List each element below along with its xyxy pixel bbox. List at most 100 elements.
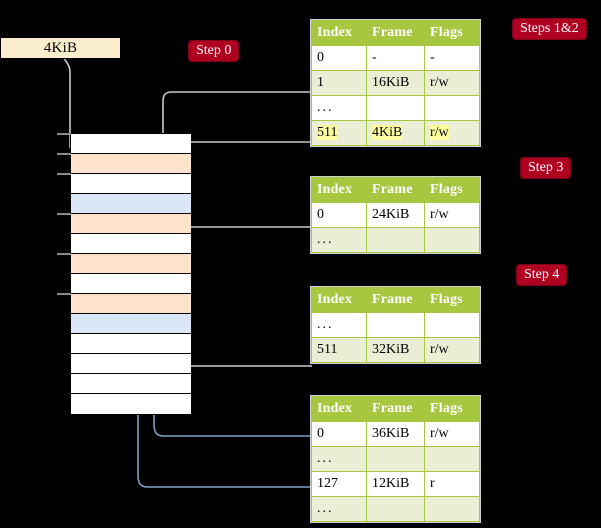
badge-step-4: Step 4	[517, 265, 567, 285]
cell-index-text: 511	[317, 124, 338, 140]
column-header-frame: Frame	[366, 287, 425, 313]
table-steps-1-2: Index Frame Flags 0 - - 1 16KiB r/w ... …	[311, 20, 480, 146]
cell-frame	[366, 496, 425, 522]
table-row: ...	[311, 496, 480, 522]
column-header-index: Index	[311, 177, 367, 203]
table-row: 0 - -	[311, 45, 480, 71]
table-step-3: Index Frame Flags 0 24KiB r/w ...	[311, 177, 480, 253]
cell-index: ...	[311, 95, 367, 121]
table-row-highlighted: 511 4KiB r/w	[311, 120, 480, 146]
badge-step-3-label: Step 3	[528, 160, 564, 175]
memory-cell	[71, 374, 191, 394]
memory-cell	[71, 354, 191, 374]
badge-step-4-label: Step 4	[524, 267, 560, 282]
memory-cell	[71, 294, 191, 314]
wire-final-row0-to-memory	[153, 325, 312, 437]
cell-frame: 4KiB	[366, 120, 425, 146]
table-row: ...	[311, 95, 480, 121]
table-header-row: Index Frame Flags	[311, 20, 480, 46]
table-row: 511 32KiB r/w	[311, 337, 480, 363]
memory-cell	[71, 234, 191, 254]
table-row: 1 16KiB r/w	[311, 70, 480, 96]
memory-tick	[57, 213, 71, 215]
memory-cell	[71, 254, 191, 274]
cell-frame: -	[366, 45, 425, 71]
column-header-flags: Flags	[424, 396, 480, 422]
cell-index: ...	[311, 446, 367, 472]
cell-frame: 16KiB	[366, 70, 425, 96]
table-row: ...	[311, 227, 480, 253]
cell-flags: r/w	[424, 202, 480, 228]
table-row: 0 24KiB r/w	[311, 202, 480, 228]
cell-index: 0	[311, 45, 367, 71]
cell-frame: 24KiB	[366, 202, 425, 228]
memory-cell	[71, 394, 191, 414]
cell-frame: 12KiB	[366, 471, 425, 497]
source-frame-box: 4KiB	[0, 37, 121, 59]
table-header-row: Index Frame Flags	[311, 177, 480, 203]
badge-steps-1-2: Steps 1&2	[513, 19, 586, 39]
memory-tick	[57, 133, 71, 135]
cell-flags: r	[424, 471, 480, 497]
memory-cell	[71, 174, 191, 194]
cell-frame	[366, 227, 425, 253]
column-header-index: Index	[311, 20, 367, 46]
cell-index: 0	[311, 421, 367, 447]
cell-flags: -	[424, 45, 480, 71]
table-header-row: Index Frame Flags	[311, 287, 480, 313]
memory-cell	[71, 134, 191, 154]
table-final: Index Frame Flags 0 36KiB r/w ... 127 12…	[311, 396, 480, 522]
memory-cell	[71, 194, 191, 214]
cell-index: 127	[311, 471, 367, 497]
memory-cell	[71, 334, 191, 354]
cell-flags: r/w	[424, 421, 480, 447]
column-header-frame: Frame	[366, 396, 425, 422]
table-row: ...	[311, 312, 480, 338]
column-header-flags: Flags	[424, 177, 480, 203]
cell-index: 1	[311, 70, 367, 96]
column-header-index: Index	[311, 287, 367, 313]
column-header-index: Index	[311, 396, 367, 422]
cell-flags: r/w	[424, 120, 480, 146]
cell-index: ...	[311, 496, 367, 522]
cell-frame	[366, 312, 425, 338]
cell-index: 511	[311, 337, 367, 363]
memory-tick	[57, 173, 71, 175]
wire-step3-to-memory	[179, 226, 312, 272]
memory-tick	[57, 253, 71, 255]
column-header-flags: Flags	[424, 287, 480, 313]
cell-index: 0	[311, 202, 367, 228]
wire-table1-511-to-memory	[169, 141, 312, 166]
cell-flags-text: r/w	[430, 124, 449, 140]
memory-tick	[57, 153, 71, 155]
badge-step-0-label: Step 0	[196, 43, 232, 58]
table-row: 0 36KiB r/w	[311, 421, 480, 447]
cell-index: 511	[311, 120, 367, 146]
memory-cell	[71, 274, 191, 294]
cell-flags	[424, 312, 480, 338]
wire-final-row127-to-memory	[137, 207, 312, 488]
memory-cell	[71, 154, 191, 174]
table-row: ...	[311, 446, 480, 472]
cell-flags: r/w	[424, 70, 480, 96]
cell-flags	[424, 227, 480, 253]
memory-cell	[71, 214, 191, 234]
memory-tick	[57, 293, 71, 295]
column-header-frame: Frame	[366, 177, 425, 203]
cell-index: ...	[311, 227, 367, 253]
table-step-4: Index Frame Flags ... 511 32KiB r/w	[311, 287, 480, 363]
cell-flags	[424, 95, 480, 121]
badge-step-0: Step 0	[189, 41, 239, 61]
badge-steps-1-2-label: Steps 1&2	[520, 21, 579, 36]
column-header-frame: Frame	[366, 20, 425, 46]
table-row: 127 12KiB r	[311, 471, 480, 497]
cell-flags: r/w	[424, 337, 480, 363]
cell-flags	[424, 446, 480, 472]
cell-frame: 36KiB	[366, 421, 425, 447]
memory-cell	[71, 314, 191, 334]
cell-flags	[424, 496, 480, 522]
cell-frame	[366, 95, 425, 121]
wire-steps12-to-memory	[162, 91, 312, 240]
column-header-flags: Flags	[424, 20, 480, 46]
